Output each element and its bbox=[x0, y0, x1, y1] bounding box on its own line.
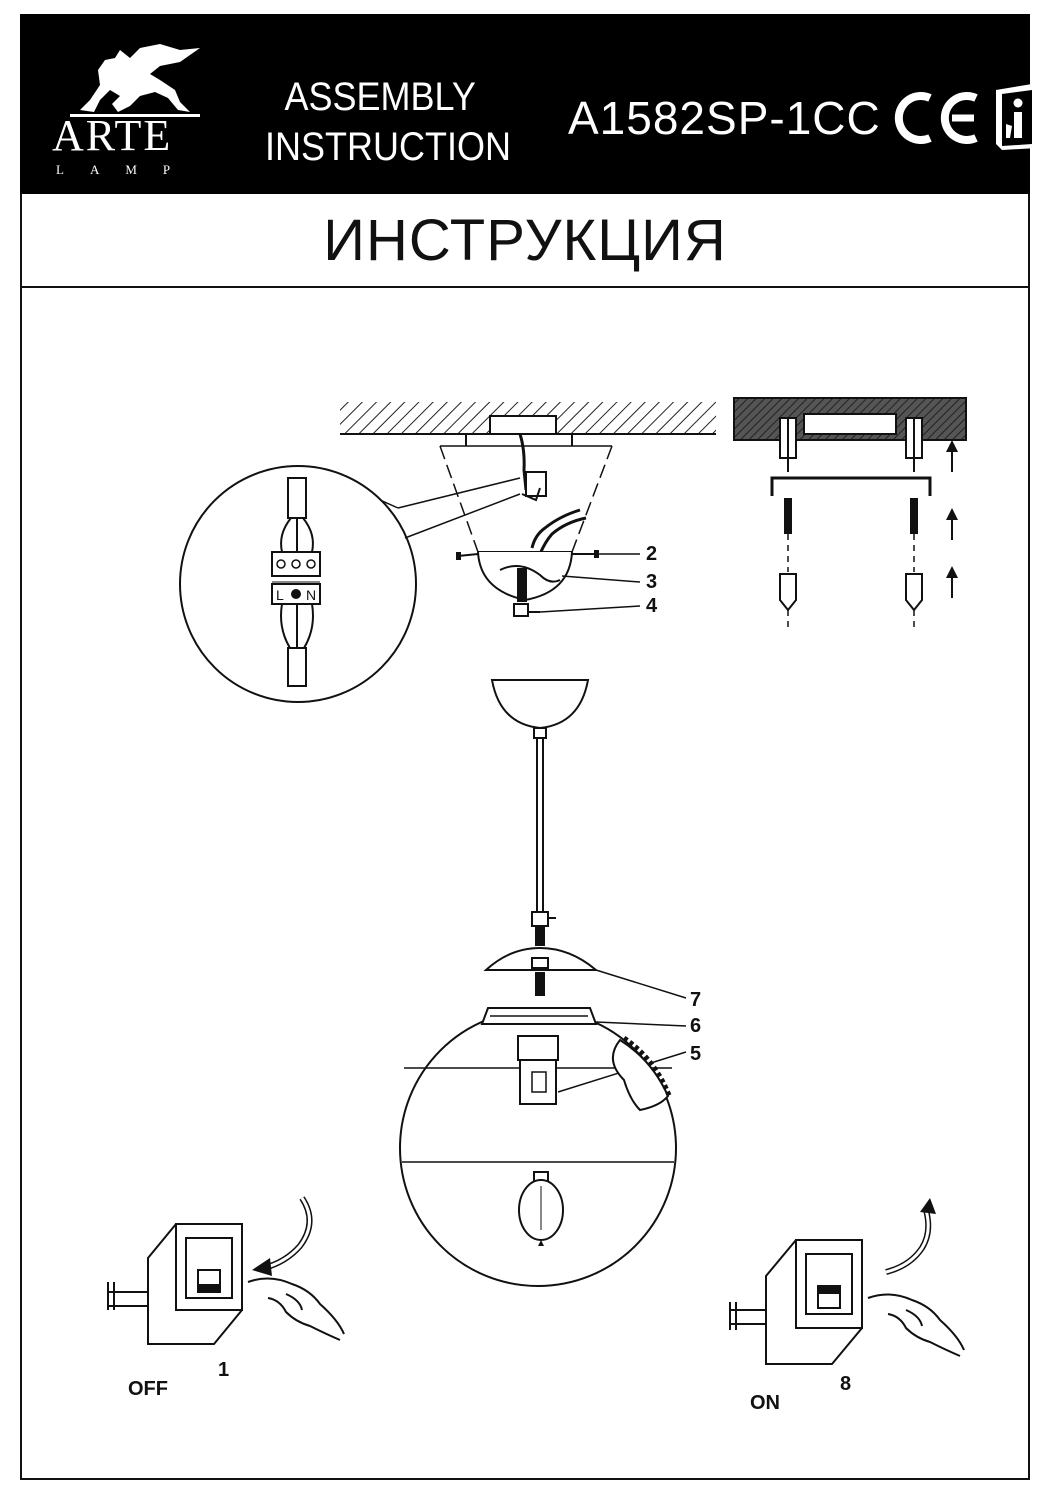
callout-7: 7 bbox=[690, 989, 701, 1011]
russian-title: ИНСТРУКЦИЯ bbox=[323, 208, 727, 273]
model-number: A1582SP-1CC bbox=[568, 92, 881, 144]
switch-off-step: 1 bbox=[218, 1359, 229, 1381]
switch-on-illustration bbox=[729, 1198, 965, 1365]
switch-off-label: OFF bbox=[128, 1378, 168, 1400]
ce-mark-icon bbox=[894, 92, 978, 144]
switch-on-step: 8 bbox=[840, 1373, 851, 1395]
header-band: ARTE LAMP ASSEMBLY INSTRUCTION A1582SP-1… bbox=[20, 14, 1038, 194]
terminal-label-l: L bbox=[276, 587, 284, 603]
manual-info-icon bbox=[996, 84, 1038, 150]
callout-6: 6 bbox=[690, 1015, 701, 1037]
callout-5: 5 bbox=[690, 1043, 701, 1065]
switch-on-label: ON bbox=[750, 1392, 780, 1414]
terminal-label-n: N bbox=[306, 587, 316, 603]
terminal-magnifier bbox=[179, 465, 521, 703]
callout-3: 3 bbox=[646, 571, 657, 593]
ceiling-detail bbox=[340, 402, 716, 617]
callout-2: 2 bbox=[646, 543, 657, 565]
russian-title-band: ИНСТРУКЦИЯ bbox=[20, 194, 1030, 288]
logo-subtitle: LAMP bbox=[56, 162, 197, 177]
mounting-detail bbox=[733, 397, 967, 628]
title-line-2: INSTRUCTION bbox=[264, 125, 511, 169]
title-line-1: ASSEMBLY bbox=[284, 75, 476, 119]
callout-4: 4 bbox=[646, 595, 658, 617]
pendant-lamp bbox=[399, 679, 687, 1287]
logo-wordmark: ARTE bbox=[52, 111, 173, 160]
switch-off-illustration bbox=[107, 1196, 345, 1345]
griffin-logo-icon bbox=[70, 44, 200, 117]
